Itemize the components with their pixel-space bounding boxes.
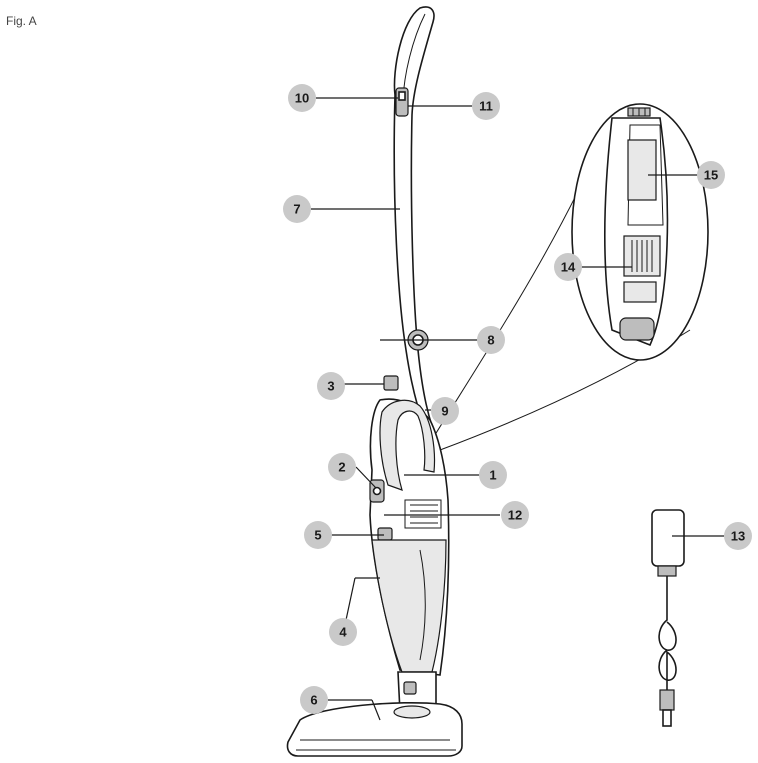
- callout-badge-1: 1: [479, 461, 507, 489]
- callout-badge-12: 12: [501, 501, 529, 529]
- charger-adapter: [652, 510, 684, 726]
- callout-badge-14: 14: [554, 253, 582, 281]
- callout-badge-5: 5: [304, 521, 332, 549]
- svg-text:9: 9: [441, 404, 448, 419]
- callout-badge-4: 4: [329, 618, 357, 646]
- svg-text:5: 5: [314, 528, 321, 543]
- callout-badge-7: 7: [283, 195, 311, 223]
- svg-text:12: 12: [508, 508, 522, 523]
- detail-inset: [572, 104, 708, 360]
- callout-badge-11: 11: [472, 92, 500, 120]
- callout-badge-13: 13: [724, 522, 752, 550]
- svg-text:3: 3: [327, 379, 334, 394]
- svg-text:14: 14: [561, 260, 576, 275]
- svg-text:13: 13: [731, 529, 745, 544]
- callout-badge-8: 8: [477, 326, 505, 354]
- svg-text:8: 8: [487, 333, 494, 348]
- svg-text:10: 10: [295, 91, 309, 106]
- svg-text:1: 1: [489, 468, 496, 483]
- svg-text:7: 7: [293, 202, 300, 217]
- svg-text:11: 11: [479, 99, 493, 114]
- callout-badge-2: 2: [328, 453, 356, 481]
- svg-text:15: 15: [704, 168, 718, 183]
- callout-badge-15: 15: [697, 161, 725, 189]
- callout-badge-3: 3: [317, 372, 345, 400]
- stick-vacuum: [287, 7, 462, 756]
- svg-text:4: 4: [339, 625, 347, 640]
- callout-badge-6: 6: [300, 686, 328, 714]
- callout-badge-10: 10: [288, 84, 316, 112]
- callout-badge-9: 9: [431, 397, 459, 425]
- svg-text:6: 6: [310, 693, 317, 708]
- svg-text:2: 2: [338, 460, 345, 475]
